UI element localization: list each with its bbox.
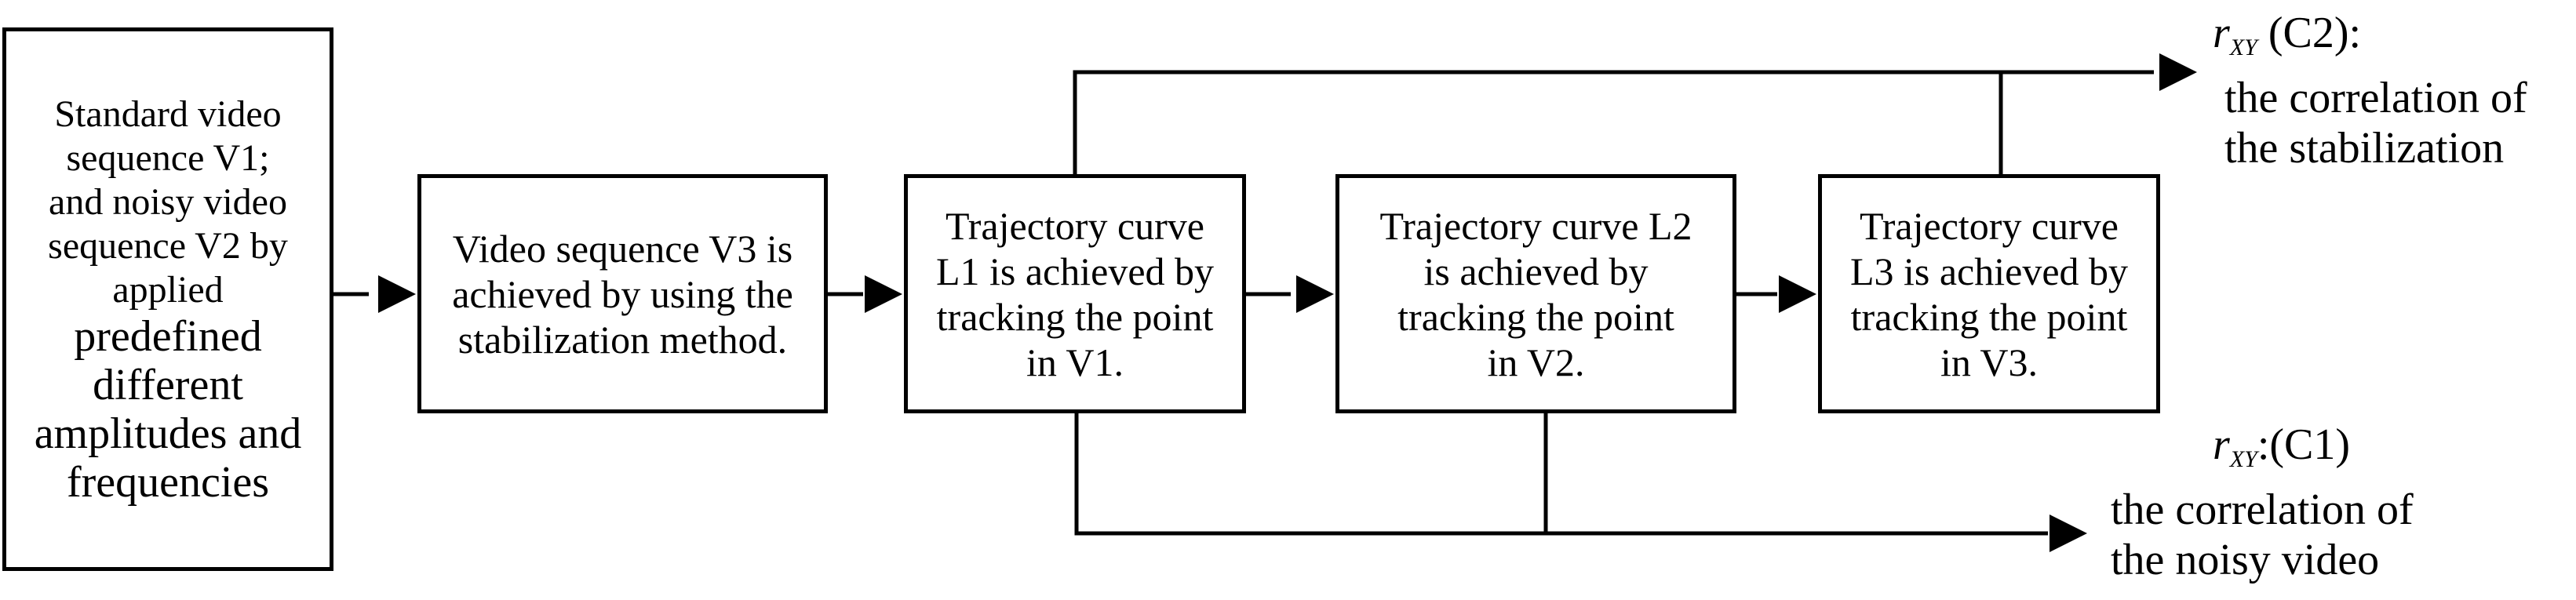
input-sequences-box: Standard video sequence V1; and noisy vi… <box>2 27 333 571</box>
output-c1-formula: rXY:(C1) <box>2111 420 2414 485</box>
trajectory-l3-box: Trajectory curve L3 is achieved by track… <box>1818 174 2160 413</box>
output-c1-subscript: XY <box>2229 446 2257 472</box>
stabilize-line-1: Video sequence V3 is <box>452 226 793 271</box>
stabilize-line-3: stabilization method. <box>457 317 788 362</box>
input-line-2: sequence V1; <box>66 136 270 179</box>
output-c1-symbol: r <box>2213 420 2230 469</box>
output-c2-line-2: the stabilization <box>2224 124 2505 173</box>
bottom-correlation-line <box>1074 412 2048 536</box>
input-sequences-text: Standard video sequence V1; and noisy vi… <box>35 93 302 507</box>
l2-line-1: Trajectory curve L2 <box>1379 203 1692 248</box>
output-c2-formula: rXY (C2): <box>2213 8 2527 73</box>
output-c1-suffix: :(C1) <box>2257 420 2351 469</box>
stabilization-text: Video sequence V3 is achieved by using t… <box>452 226 793 362</box>
output-c1-line-2: the noisy video <box>2111 536 2380 584</box>
l2-line-3: tracking the point <box>1397 294 1674 339</box>
l3-line-4: in V3. <box>1940 340 2039 384</box>
input-big-line-3: amplitudes and <box>34 409 302 458</box>
output-c2-subscript: XY <box>2229 35 2257 60</box>
input-big-line-1: predefined <box>74 311 262 361</box>
arrowhead-stabilize-to-l1 <box>865 275 902 313</box>
output-c2-symbol: r <box>2213 9 2230 57</box>
l3-line-1: Trajectory curve <box>1860 203 2119 248</box>
l2-line-2: is achieved by <box>1423 249 1649 293</box>
output-c1-label: rXY:(C1) the correlation of the noisy vi… <box>2111 420 2414 585</box>
output-c2-suffix: (C2): <box>2257 9 2362 57</box>
output-c1-line-1: the correlation of <box>2111 485 2414 534</box>
trajectory-l2-text: Trajectory curve L2 is achieved by track… <box>1379 203 1692 385</box>
input-line-4: sequence V2 by <box>48 224 288 267</box>
trajectory-l3-text: Trajectory curve L3 is achieved by track… <box>1850 203 2128 385</box>
input-line-1: Standard video <box>54 93 282 135</box>
arrowhead-l2-to-l3 <box>1779 275 1816 313</box>
trajectory-l2-box: Trajectory curve L2 is achieved by track… <box>1335 174 1736 413</box>
l1-line-4: in V1. <box>1026 340 1124 384</box>
l3-line-3: tracking the point <box>1850 294 2128 339</box>
l1-line-1: Trajectory curve <box>946 203 1204 248</box>
input-big-line-2: different <box>93 360 243 409</box>
arrowhead-top-output <box>2159 53 2197 91</box>
l1-line-2: L1 is achieved by <box>935 249 1215 293</box>
output-c2-label: rXY (C2): the correlation of the stabili… <box>2213 8 2527 173</box>
stabilization-box: Video sequence V3 is achieved by using t… <box>417 174 828 413</box>
arrowhead-bottom-output <box>2050 515 2087 552</box>
input-line-3: and noisy video <box>49 180 287 223</box>
input-line-5: applied <box>112 268 224 311</box>
arrowhead-l1-to-l2 <box>1296 275 1334 313</box>
trajectory-l1-box: Trajectory curve L1 is achieved by track… <box>904 174 1246 413</box>
input-big-line-4: frequencies <box>66 457 270 507</box>
l3-line-2: L3 is achieved by <box>1849 249 2129 293</box>
l2-line-4: in V2. <box>1487 340 1585 384</box>
arrowhead-input-to-stabilize <box>378 275 416 313</box>
trajectory-l1-text: Trajectory curve L1 is achieved by track… <box>936 203 1214 385</box>
stabilize-line-2: achieved by using the <box>452 271 793 316</box>
top-correlation-line <box>1073 70 2154 174</box>
l1-line-3: tracking the point <box>936 294 1214 339</box>
output-c2-line-1: the correlation of <box>2224 74 2527 122</box>
